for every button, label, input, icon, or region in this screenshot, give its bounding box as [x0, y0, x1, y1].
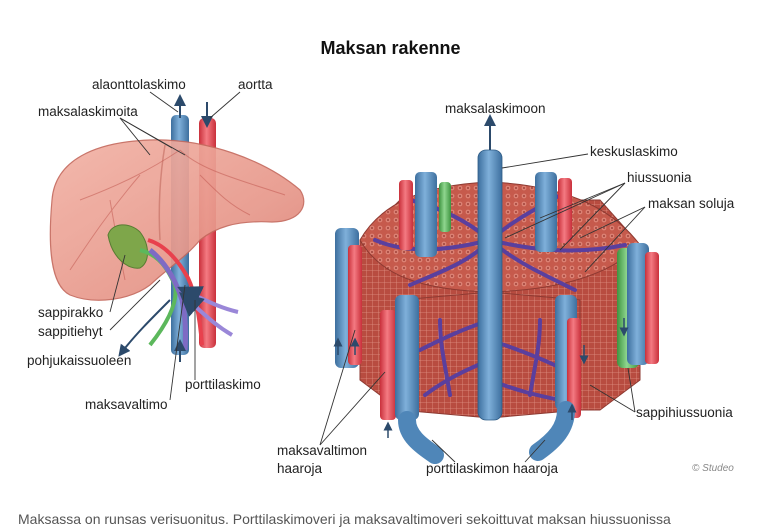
label-ivc: alaonttolaskimo — [92, 77, 186, 92]
label-central-vein: keskuslaskimo — [590, 144, 678, 159]
liver-lobule-illustration — [333, 114, 659, 464]
label-portal-branches: porttilaskimon haaroja — [426, 461, 559, 476]
label-bile-capillaries: sappihiussuonia — [636, 405, 733, 420]
label-gallbladder: sappirakko — [38, 305, 104, 320]
caption-text: Maksassa on runsas verisuonitus. Porttil… — [18, 511, 671, 527]
label-portal-vein: porttilaskimo — [185, 377, 261, 392]
label-hepatic-veins: maksalaskimoita — [38, 104, 138, 119]
central-vein — [477, 149, 503, 421]
label-hepatic-artery: maksavaltimo — [85, 397, 168, 412]
diagram-title: Maksan rakenne — [320, 38, 461, 58]
copyright: © Studeo — [692, 463, 734, 474]
label-hepatocytes: maksan soluja — [648, 196, 735, 211]
label-artery-branches-line2: haaroja — [277, 461, 323, 476]
label-to-hepatic-vein: maksalaskimoon — [445, 101, 546, 116]
whole-liver-illustration — [49, 94, 305, 362]
label-bile-duct: sappitiehyt — [38, 324, 103, 339]
label-capillaries: hiussuonia — [627, 170, 692, 185]
hepatic-artery — [147, 238, 204, 346]
label-duodenum: pohjukaissuoleen — [27, 353, 132, 368]
portal-triads — [335, 172, 659, 464]
label-aorta: aortta — [238, 77, 273, 92]
label-artery-branches-line1: maksavaltimon — [277, 443, 368, 458]
